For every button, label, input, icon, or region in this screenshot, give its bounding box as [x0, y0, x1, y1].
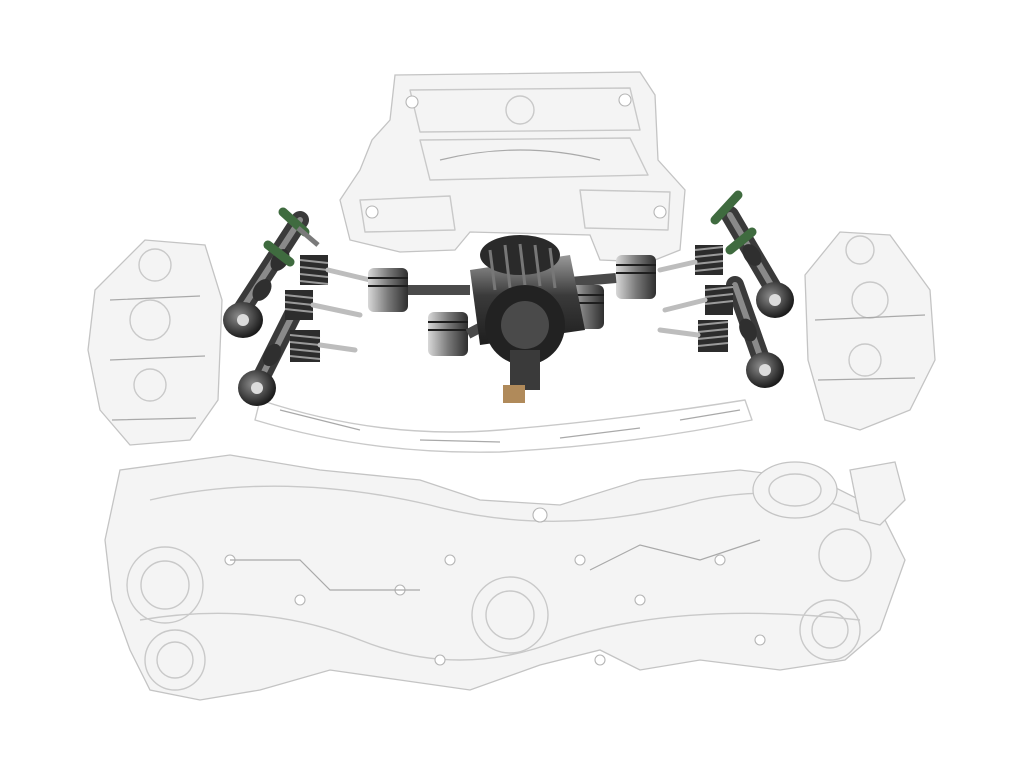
left-cylinder-head-ghost: [87, 239, 223, 446]
crankshaft: [470, 235, 585, 403]
chain-guide-ghost: [254, 399, 753, 453]
timing-cover-ghost: [104, 454, 906, 701]
right-cylinder-head-ghost: [804, 231, 936, 431]
engine-block-ghost: [339, 71, 686, 263]
left-fuel-injector-icon: [263, 207, 320, 267]
piston-left-upper: [368, 268, 470, 312]
valve-spring-icon: [299, 255, 373, 285]
right-valve-assembly: [657, 245, 734, 352]
right-fuel-injector-icon: [710, 190, 757, 255]
crank-bolt-icon: [503, 385, 525, 403]
right-camshaft-lower: [726, 276, 784, 388]
left-valve-assembly: [284, 255, 373, 362]
piston-right-upper: [569, 255, 656, 299]
right-camshaft-upper: [721, 206, 794, 318]
